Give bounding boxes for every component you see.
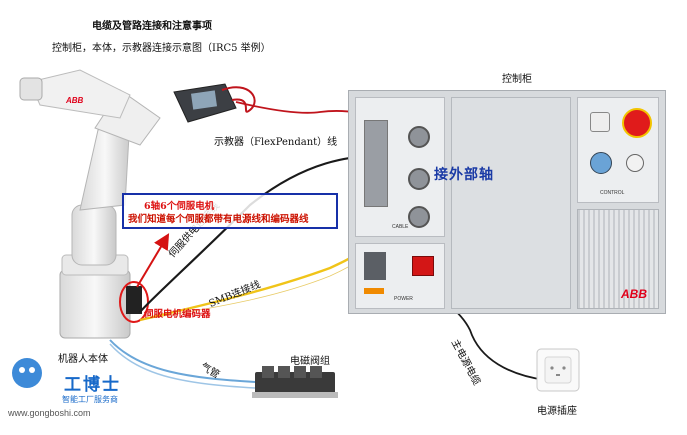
solenoid-valve-label: 电磁阀组 xyxy=(290,356,330,367)
callout-line-1: 6轴6个伺服电机 xyxy=(144,201,215,212)
power-socket-label: 电源插座 xyxy=(537,406,577,417)
robot-body-label: 机器人本体 xyxy=(58,354,108,365)
page-title: 电缆及管路连接和注意事项 xyxy=(92,21,212,32)
smb-connector xyxy=(408,206,430,228)
ventilation-grille xyxy=(577,209,659,309)
controller-cabinet: CABLE POWER CONTROL ABB xyxy=(348,90,666,314)
mains-inlet xyxy=(364,252,386,280)
control-tag: CONTROL xyxy=(600,190,625,196)
power-socket-graphic xyxy=(536,348,580,392)
callout-line-2: 我们知道每个伺服都带有电源线和编码器线 xyxy=(128,214,309,225)
servo-callout-box: 6轴6个伺服电机 我们知道每个伺服都带有电源线和编码器线 xyxy=(122,193,338,229)
cable-panel: CABLE xyxy=(355,97,445,237)
mode-key-switch[interactable] xyxy=(590,112,610,132)
cabinet-label: 控制柜 xyxy=(502,74,532,85)
main-switch[interactable] xyxy=(412,256,434,276)
emergency-stop-button[interactable] xyxy=(622,108,652,138)
servo-encoder-label: 伺服电机编码器 xyxy=(144,309,211,320)
power-panel: POWER xyxy=(355,243,445,309)
cabinet-abb-logo: ABB xyxy=(621,287,647,301)
robot-abb-logo: ABB xyxy=(66,96,84,105)
reset-button[interactable] xyxy=(626,154,644,172)
watermark-tagline: 智能工厂服务商 xyxy=(62,395,118,404)
mascot-icon xyxy=(12,358,42,388)
page-subtitle: 控制柜，本体，示教器连接示意图（IRC5 举例） xyxy=(52,43,271,54)
warning-label xyxy=(364,288,384,294)
control-panel: CONTROL xyxy=(577,97,659,203)
air-pipe xyxy=(109,339,256,383)
power-connector xyxy=(408,168,430,190)
cable-tag: CABLE xyxy=(392,224,409,230)
watermark-name: 工博士 xyxy=(64,375,121,394)
power-tag: POWER xyxy=(394,296,413,302)
robot-body-graphic xyxy=(19,69,161,339)
callout-arrow xyxy=(136,233,170,288)
solenoid-valve-graphic xyxy=(252,366,338,398)
pendant-connector xyxy=(408,126,430,148)
motors-on-button[interactable] xyxy=(590,152,612,174)
external-axis-label: 接外部轴 xyxy=(434,167,494,183)
watermark-url: www.gongboshi.com xyxy=(8,408,91,418)
teach-pendant-label: 示教器（FlexPendant）线 xyxy=(214,137,338,148)
robot-connector xyxy=(364,120,388,207)
cabinet-door xyxy=(451,97,571,309)
